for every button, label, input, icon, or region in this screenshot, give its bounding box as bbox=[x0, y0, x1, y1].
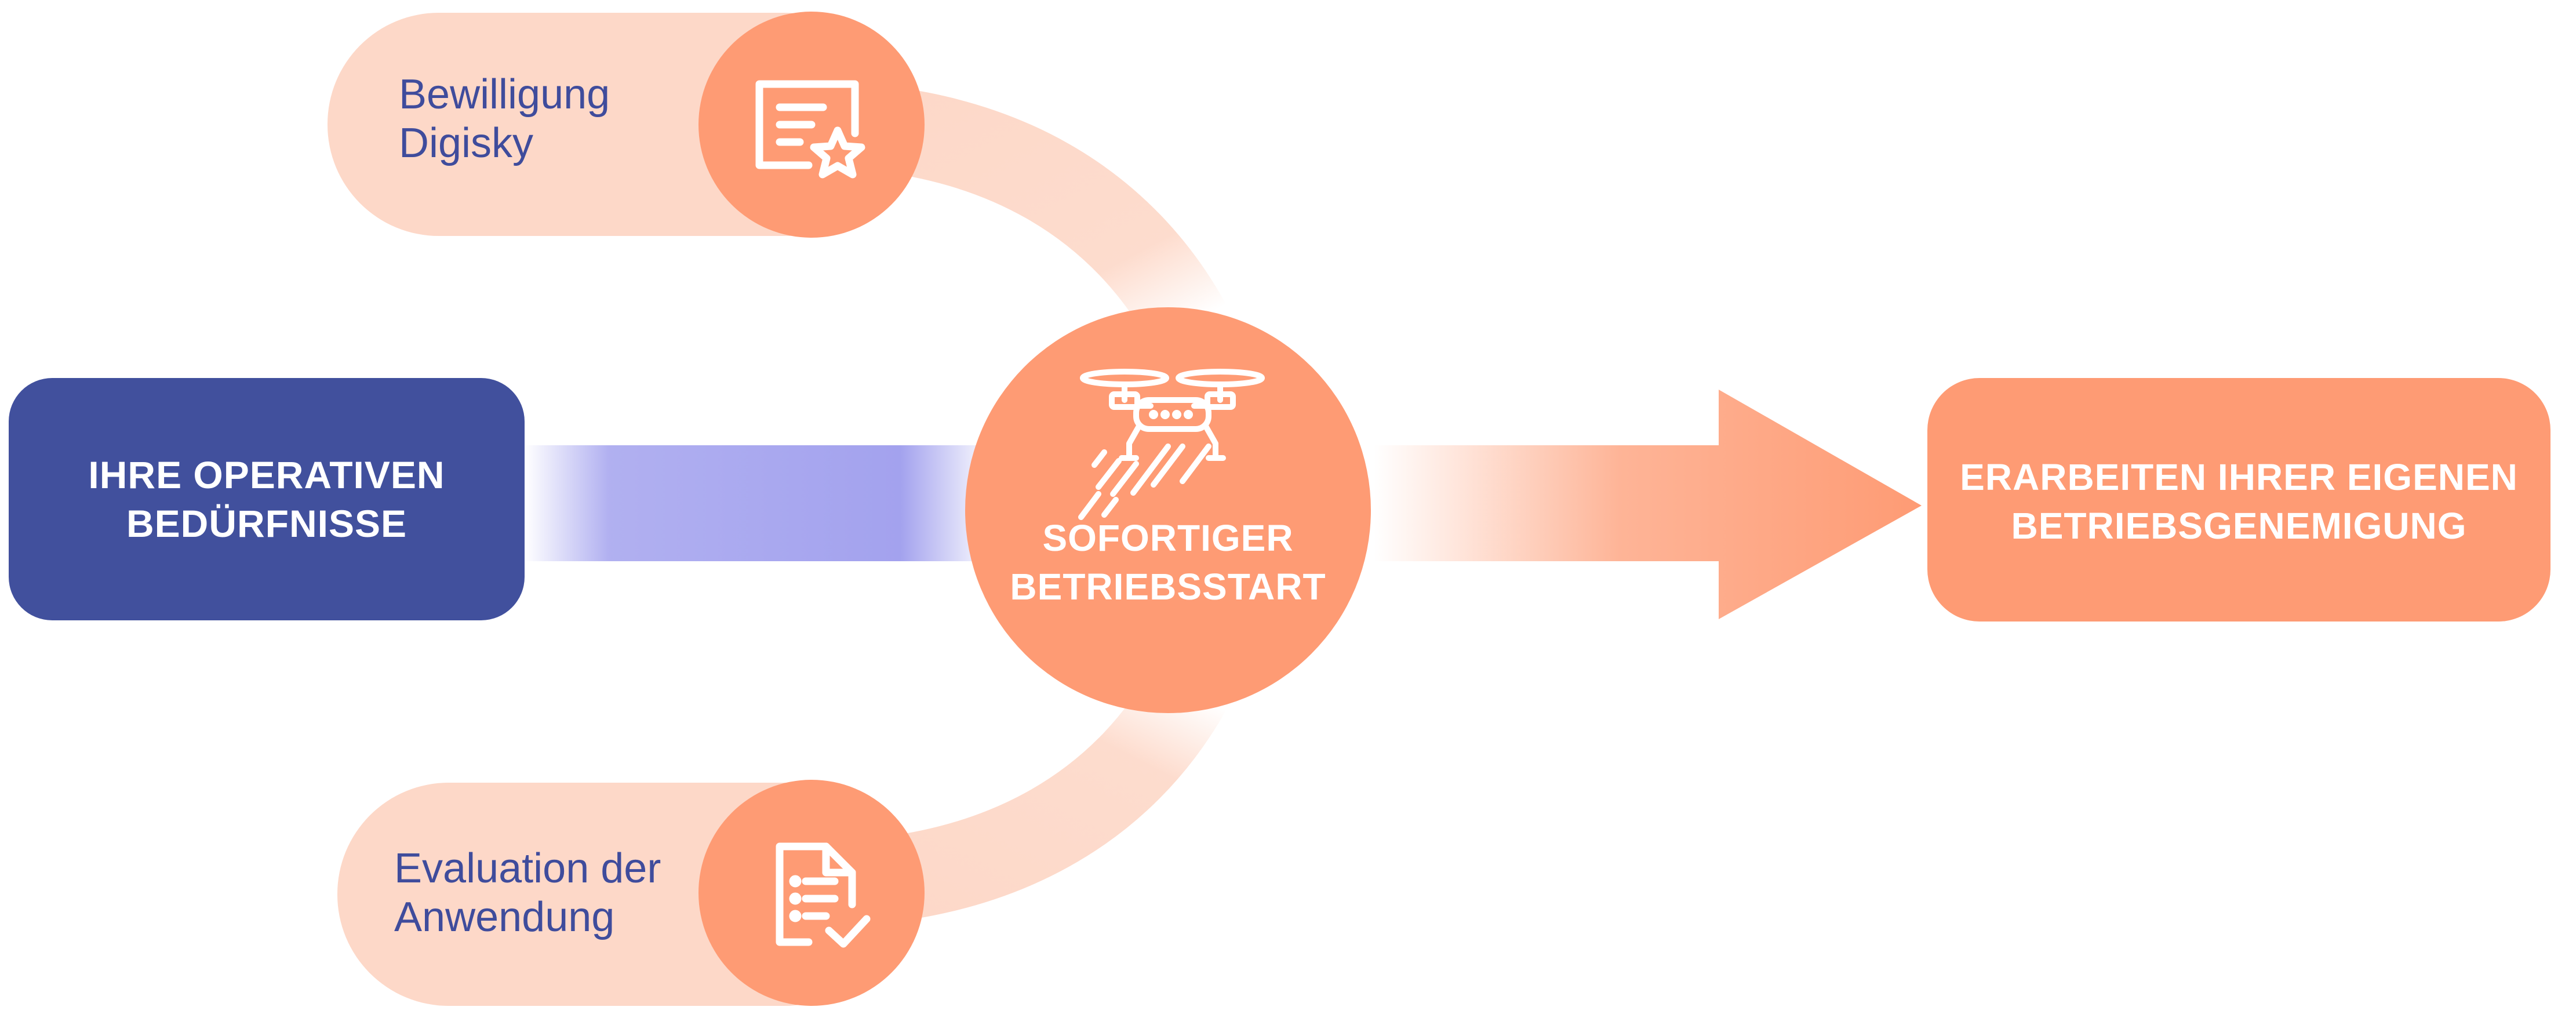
right-box-label: ERARBEITEN IHRER EIGENEN BETRIEBSGENEMIG… bbox=[1927, 449, 2550, 554]
top-pill-label: Bewilligung Digisky bbox=[399, 64, 723, 174]
center-circle-label: SOFORTIGER BETRIEBSSTART bbox=[985, 510, 1351, 615]
left-box-label-line1: IHRE OPERATIVEN bbox=[88, 453, 445, 496]
right-box-label-line1: ERARBEITEN IHRER EIGENEN bbox=[1960, 456, 2518, 498]
bottom-pill-label-line2: Anwendung bbox=[394, 894, 615, 940]
document-checklist-icon bbox=[776, 842, 871, 948]
bottom-pill-label: Evaluation der Anwendung bbox=[394, 838, 719, 948]
center-circle bbox=[965, 307, 1371, 713]
bottom-pill-icon-circle bbox=[698, 780, 925, 1006]
top-pill-label-line2: Digisky bbox=[399, 120, 534, 166]
certificate-star-icon bbox=[755, 80, 865, 179]
right-box-label-line2: BETRIEBSGENEMIGUNG bbox=[2011, 505, 2467, 547]
left-box-label: IHRE OPERATIVEN BEDÜRFNISSE bbox=[9, 378, 525, 620]
left-connector-band bbox=[525, 445, 994, 561]
right-box bbox=[1927, 378, 2550, 622]
right-arrow bbox=[1374, 390, 1922, 619]
drone-icon bbox=[1078, 369, 1265, 520]
left-box-label-line2: BEDÜRFNISSE bbox=[126, 502, 407, 545]
top-pill-label-line1: Bewilligung bbox=[399, 71, 610, 118]
center-circle-label-line1: SOFORTIGER bbox=[1042, 517, 1294, 559]
left-box bbox=[9, 378, 525, 620]
bottom-pill-label-line1: Evaluation der bbox=[394, 845, 661, 892]
center-circle-label-line2: BETRIEBSSTART bbox=[1010, 566, 1326, 608]
